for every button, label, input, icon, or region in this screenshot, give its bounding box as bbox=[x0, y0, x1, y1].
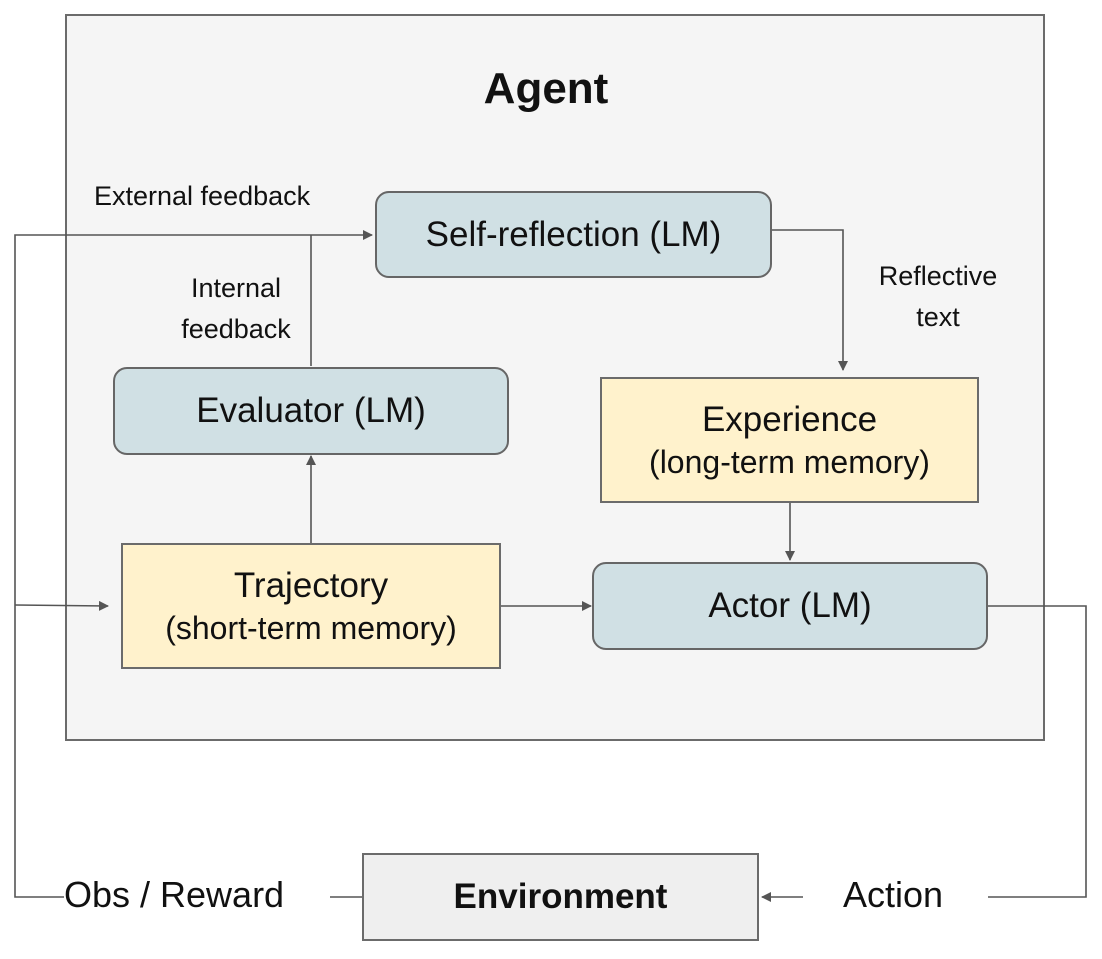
edge-obs-to-self-reflection bbox=[14, 230, 373, 898]
actor-node: Actor (LM) bbox=[592, 562, 988, 650]
reflective-text-label: Reflective text bbox=[866, 256, 1010, 337]
trajectory-node: Trajectory (short-term memory) bbox=[121, 543, 501, 669]
internal-feedback-label: Internal feedback bbox=[168, 268, 304, 349]
evaluator-node: Evaluator (LM) bbox=[113, 367, 509, 455]
edge-self-reflection-to-experience bbox=[772, 229, 848, 371]
evaluator-label: Evaluator (LM) bbox=[196, 391, 426, 431]
reflective-text-line2: text bbox=[916, 301, 960, 332]
reflective-text-line1: Reflective bbox=[878, 261, 998, 291]
external-feedback-label: External feedback bbox=[94, 181, 311, 211]
edge-actor-to-action bbox=[988, 605, 1087, 898]
experience-sublabel: (long-term memory) bbox=[649, 443, 930, 480]
edge-obs-to-trajectory bbox=[14, 600, 109, 611]
internal-feedback-line2: feedback bbox=[181, 313, 291, 344]
self-reflection-label: Self-reflection (LM) bbox=[425, 214, 722, 254]
actor-label: Actor (LM) bbox=[708, 586, 872, 626]
experience-label: Experience bbox=[701, 400, 878, 440]
agent-title: Agent bbox=[483, 64, 609, 113]
environment-node: Environment bbox=[362, 853, 759, 941]
experience-node: Experience (long-term memory) bbox=[600, 377, 979, 503]
trajectory-sublabel: (short-term memory) bbox=[165, 609, 457, 646]
environment-label: Environment bbox=[453, 877, 668, 917]
self-reflection-node: Self-reflection (LM) bbox=[375, 191, 772, 278]
obs-reward-label: Obs / Reward bbox=[64, 874, 285, 916]
trajectory-label: Trajectory bbox=[233, 566, 389, 606]
internal-feedback-line1: Internal bbox=[190, 273, 282, 303]
action-label: Action bbox=[843, 874, 944, 916]
